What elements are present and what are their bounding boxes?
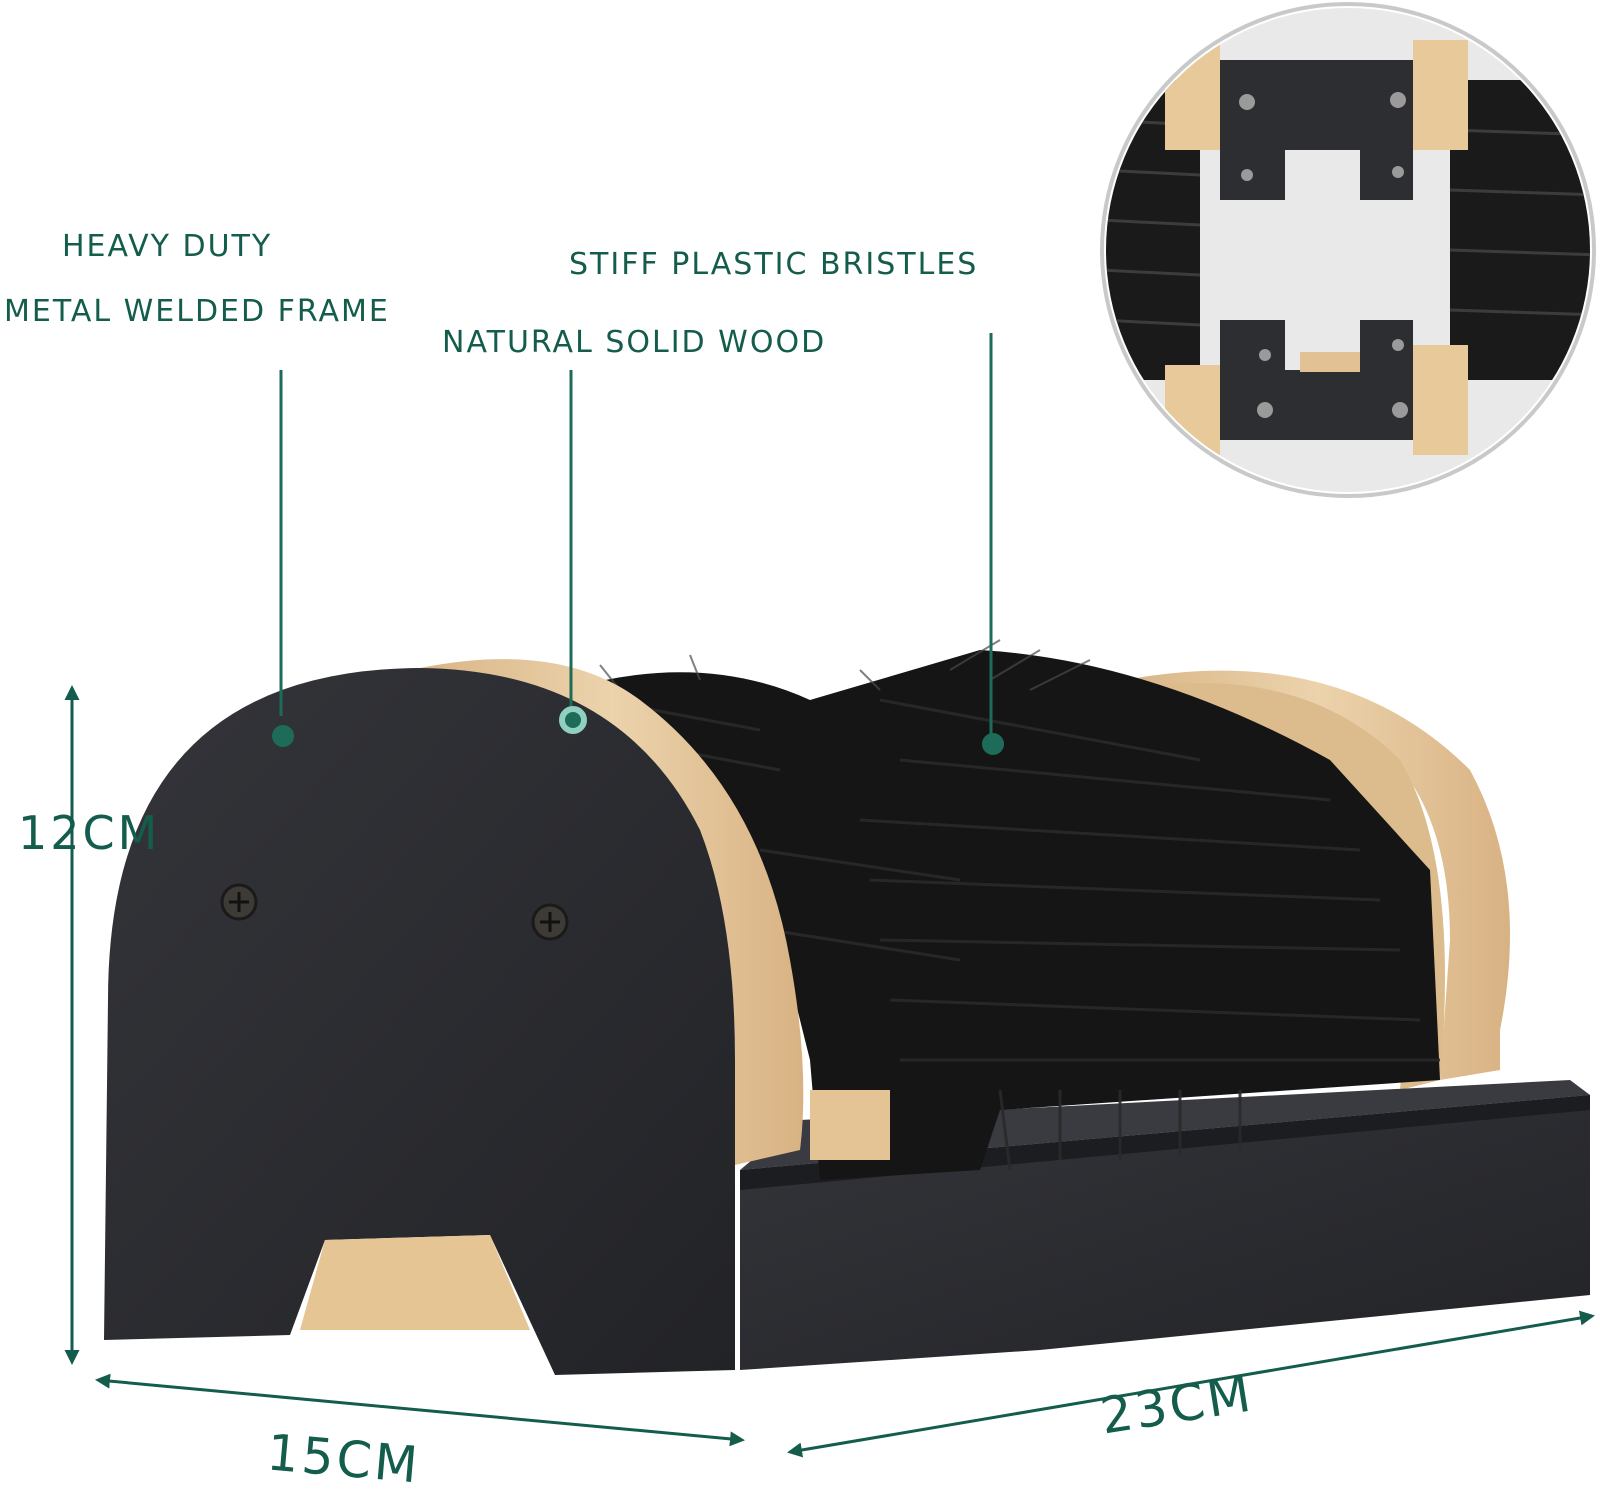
label-natural-wood: NATURAL SOLID WOOD bbox=[442, 325, 827, 360]
bristles bbox=[565, 650, 1440, 1180]
dimension-arrows bbox=[64, 685, 1595, 1458]
depth-arrow bbox=[95, 1373, 745, 1447]
back-wood-panel bbox=[1125, 670, 1510, 1080]
screw-icon bbox=[220, 883, 258, 921]
dimension-depth-label: 15CM bbox=[264, 1423, 423, 1495]
label-bristles: STIFF PLASTIC BRISTLES bbox=[569, 247, 979, 282]
leader-dots bbox=[272, 706, 1004, 755]
width-arrow bbox=[787, 1310, 1595, 1458]
label-heavy-duty: HEAVY DUTY bbox=[62, 229, 273, 264]
bristle-strands bbox=[599, 698, 1440, 1171]
front-metal-plate bbox=[104, 668, 735, 1375]
leader-dot-wood bbox=[559, 706, 587, 734]
top-view-inset bbox=[1100, 2, 1596, 498]
leader-dot-metal bbox=[272, 725, 294, 747]
leader-lines bbox=[279, 333, 993, 736]
dimension-height-label: 12CM bbox=[18, 806, 161, 860]
front-wood-panel bbox=[420, 659, 804, 1165]
boot-brush bbox=[104, 639, 1590, 1375]
leader-dot-bristles bbox=[982, 733, 1004, 755]
screw-icon bbox=[531, 903, 569, 941]
label-metal-frame: METAL WELDED FRAME bbox=[4, 294, 390, 329]
